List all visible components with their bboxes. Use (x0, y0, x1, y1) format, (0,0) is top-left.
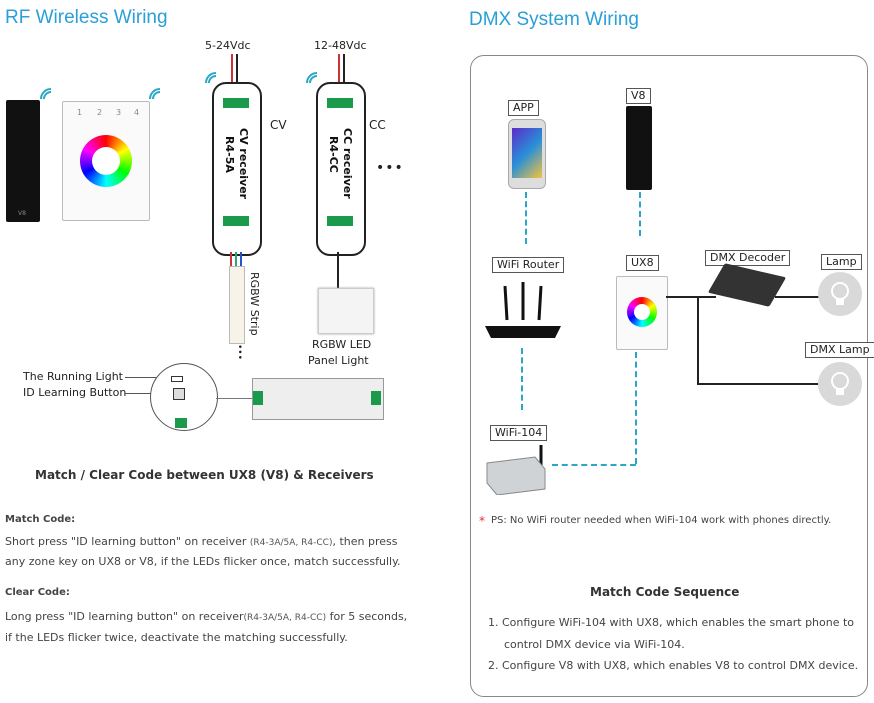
receiver-zoom-detail (150, 363, 218, 431)
ps-note: PS: No WiFi router needed when WiFi-104 … (491, 515, 832, 526)
wireless-signal-icon (204, 70, 218, 84)
seq-step-1a: 1. Configure WiFi-104 with UX8, which en… (488, 616, 855, 629)
clear-line1-small: (R4-3A/5A, R4-CC) (243, 613, 327, 623)
lamp-bulb-icon (818, 272, 862, 316)
match-clear-heading: Match / Clear Code between UX8 (V8) & Re… (35, 468, 374, 482)
v8-tag: V8 (18, 210, 26, 217)
v8-label: V8 (626, 88, 651, 104)
lamp-label: Lamp (821, 254, 862, 270)
cv-receiver: CV receiver R4-5A (212, 82, 262, 256)
smartphone-icon (508, 119, 546, 189)
id-learning-button (173, 388, 185, 400)
cv-receiver-model: R4-5A (223, 136, 236, 173)
color-wheel-icon (80, 135, 132, 187)
ux8-key-2: 2 (97, 108, 103, 117)
wireless-signal-icon (39, 86, 53, 100)
wifi104-label: WiFi-104 (490, 425, 548, 441)
clear-line1-a: Long press "ID learning button" on recei… (5, 610, 244, 623)
more-receivers-ellipsis: ••• (376, 160, 404, 176)
panel-label-1: RGBW LED (312, 338, 372, 351)
wifi104-device (485, 445, 547, 496)
seq-step-1b: control DMX device via WiFi-104. (504, 638, 685, 651)
led-panel-light (318, 288, 374, 334)
ux8-panel-rf: 1 2 3 4 (62, 101, 150, 221)
ux8-panel-dmx (616, 276, 668, 350)
clear-code-title: Clear Code: (5, 587, 70, 598)
cv-label: CV (270, 118, 287, 132)
v8-remote: V8 (6, 100, 40, 222)
strip-label: RGBW Strip (248, 272, 261, 336)
cv-voltage-label: 5-24Vdc (205, 39, 251, 52)
cc-voltage-label: 12-48Vdc (314, 39, 367, 52)
dmx-title: DMX System Wiring (469, 9, 639, 30)
wireless-signal-icon (148, 86, 162, 100)
ps-star: * (479, 514, 485, 528)
id-button-label: ID Learning Button (23, 386, 127, 399)
running-light-label: The Running Light (23, 370, 123, 383)
wifi-router-icon (483, 282, 563, 342)
wireless-signal-icon (305, 70, 319, 84)
match-line1-a: Short press "ID learning button" on rece… (5, 535, 250, 548)
app-label: APP (508, 100, 539, 116)
seq-title: Match Code Sequence (590, 585, 740, 599)
v8-panel (626, 106, 652, 190)
match-code-title: Match Code: (5, 514, 76, 525)
match-line1-small: (R4-3A/5A, R4-CC) (249, 538, 333, 548)
ux8-label: UX8 (626, 255, 659, 271)
dmx-frame (470, 55, 868, 697)
cc-receiver-model: R4-CC (327, 136, 340, 173)
dmx-decoder-label: DMX Decoder (705, 250, 791, 266)
cc-receiver-name: CC receiver (341, 128, 354, 199)
ux8-key-3: 3 (116, 108, 122, 117)
match-line1-b: , then press (332, 535, 398, 548)
ux8-key-1: 1 (77, 108, 83, 117)
receiver-device (252, 378, 384, 420)
rf-title: RF Wireless Wiring (5, 7, 168, 28)
panel-label-2: Panel Light (308, 354, 369, 367)
wifi-router-label: WiFi Router (492, 257, 565, 273)
match-line2: any zone key on UX8 or V8, if the LEDs f… (5, 555, 401, 568)
strip-ellipsis: ••• (234, 344, 244, 360)
dmx-lamp-bulb-icon (818, 362, 862, 406)
cv-receiver-name: CV receiver (237, 128, 250, 200)
dmx-lamp-label: DMX Lamp (805, 342, 874, 358)
cc-label: CC (369, 118, 386, 132)
clear-line2: if the LEDs flicker twice, deactivate th… (5, 631, 348, 644)
cc-receiver: CC receiver R4-CC (316, 82, 366, 256)
color-wheel-icon (627, 297, 657, 327)
ux8-key-4: 4 (134, 108, 140, 117)
clear-line1-b: for 5 seconds, (326, 610, 408, 623)
rgbw-strip (229, 266, 245, 344)
seq-step-2: 2. Configure V8 with UX8, which enables … (488, 659, 859, 672)
